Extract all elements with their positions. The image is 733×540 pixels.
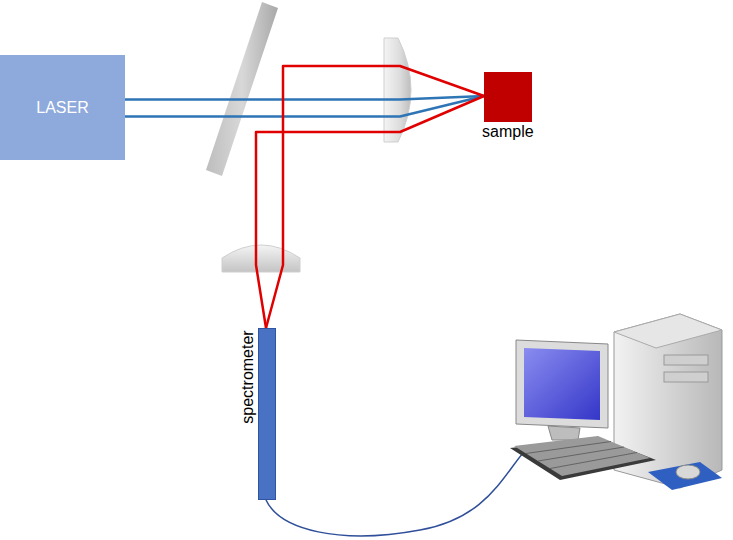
laser-box: LASER [0,55,125,160]
beam-line [125,96,484,117]
light-path [256,66,484,328]
spectrometer-body [258,328,276,500]
beam-line [125,96,484,100]
node-label: LASER [36,99,88,117]
sample-block: sample [484,72,532,122]
sample-label: sample [482,123,534,141]
beam-splitter [206,2,278,176]
sample-square [484,72,532,122]
light-path [125,96,484,117]
beam-line [266,66,484,328]
beam-line [256,96,484,328]
spectrometer-label: spectrometer [239,330,257,423]
collection-lens [222,245,300,272]
spectrometer-bar: spectrometer [236,328,276,500]
objective-lens [384,38,411,142]
computer [510,314,722,490]
cable [266,445,530,536]
